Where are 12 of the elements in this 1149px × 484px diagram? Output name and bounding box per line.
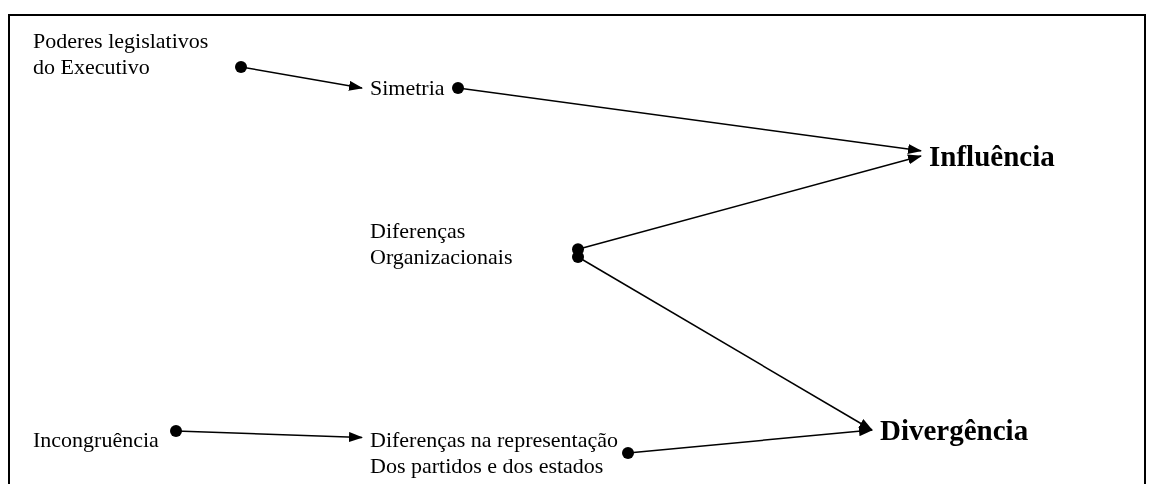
arrow [452, 82, 922, 154]
node-label: Poderes legislativos do Executivo [33, 28, 233, 80]
arrow [572, 251, 873, 431]
arrow [622, 426, 873, 459]
node-label: Influência [929, 143, 1079, 169]
arrow [170, 424, 363, 442]
node-label: Diferenças na representação Dos partidos e dos estados [370, 427, 620, 479]
arrow [572, 154, 922, 256]
node-label: Incongruência [33, 427, 168, 453]
arrow [235, 61, 363, 91]
node-label: Simetria [370, 75, 450, 101]
node-label: Diferenças Organizacionais [370, 218, 570, 270]
